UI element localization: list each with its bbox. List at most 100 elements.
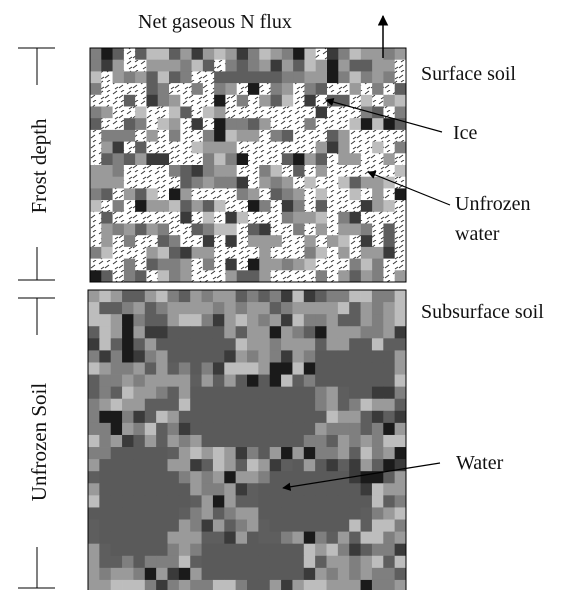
- soil-cell: [157, 141, 170, 154]
- soil-cell: [146, 165, 159, 178]
- soil-cell: [383, 258, 396, 271]
- soil-cell: [88, 507, 100, 520]
- soil-cell: [167, 555, 180, 569]
- soil-cell: [112, 235, 125, 248]
- soil-cell: [259, 223, 271, 236]
- soil-cell: [167, 471, 180, 484]
- soil-cell: [259, 246, 271, 259]
- soil-cell: [101, 59, 113, 72]
- soil-cell: [360, 555, 373, 569]
- soil-cell: [214, 270, 226, 283]
- soil-cell: [190, 302, 202, 315]
- soil-cell: [315, 211, 328, 224]
- soil-cell: [247, 519, 259, 532]
- soil-cell: [383, 326, 396, 339]
- soil-cell: [190, 398, 202, 412]
- soil-cell: [327, 48, 339, 61]
- soil-cell: [315, 223, 328, 236]
- soil-cell: [201, 374, 214, 388]
- soil-cell: [212, 434, 225, 448]
- soil-cell: [178, 507, 191, 520]
- soil-cell: [394, 459, 407, 472]
- soil-cell: [99, 398, 112, 412]
- soil-cell: [337, 302, 350, 315]
- soil-cell: [360, 129, 373, 142]
- ice-label: Ice: [453, 122, 478, 144]
- soil-cell: [292, 507, 305, 520]
- soil-cell: [236, 165, 249, 178]
- soil-cell: [123, 200, 136, 213]
- soil-cell: [157, 48, 170, 61]
- unfrozen-water-pointer-arrow: [367, 170, 451, 206]
- soil-cell: [236, 106, 249, 119]
- soil-cell: [337, 338, 350, 351]
- soil-cell: [338, 165, 350, 178]
- soil-cell: [99, 555, 112, 569]
- soil-cell: [180, 48, 192, 61]
- soil-cell: [360, 211, 373, 224]
- soil-cell: [315, 579, 327, 590]
- soil-cell: [190, 422, 202, 436]
- soil-cell: [191, 48, 204, 61]
- soil-cell: [292, 326, 305, 339]
- soil-cell: [225, 129, 238, 142]
- soil-cell: [146, 118, 159, 131]
- soil-cell: [371, 326, 384, 339]
- water-label: Water: [456, 452, 504, 474]
- soil-cell: [212, 338, 225, 351]
- soil-cell: [383, 495, 396, 508]
- soil-cell: [112, 200, 125, 213]
- soil-cell: [212, 519, 225, 532]
- soil-cell: [224, 386, 237, 400]
- soil-cell: [304, 223, 317, 236]
- soil-cell: [383, 338, 396, 351]
- soil-cell: [101, 200, 113, 213]
- soil-cell: [169, 211, 181, 224]
- soil-cell: [372, 153, 384, 166]
- soil-cell: [372, 165, 384, 178]
- soil-cell: [326, 374, 339, 388]
- soil-cell: [371, 495, 384, 508]
- soil-cell: [349, 579, 361, 590]
- soil-cell: [236, 59, 249, 72]
- soil-cell: [394, 165, 407, 178]
- soil-cell: [383, 374, 396, 388]
- soil-cell: [281, 141, 294, 154]
- soil-cell: [269, 314, 282, 327]
- soil-cell: [133, 579, 146, 590]
- soil-cell: [258, 447, 271, 460]
- soil-cell: [201, 422, 214, 436]
- soil-cell: [224, 567, 237, 581]
- soil-cell: [338, 188, 350, 201]
- soil-cell: [90, 118, 102, 131]
- soil-cell: [224, 555, 237, 569]
- soil-cell: [394, 326, 407, 339]
- soil-cell: [180, 200, 192, 213]
- soil-cell: [112, 118, 125, 131]
- soil-cell: [178, 434, 191, 448]
- soil-cell: [235, 362, 248, 375]
- soil-cell: [303, 386, 316, 400]
- soil-cell: [88, 410, 100, 424]
- soil-cell: [156, 338, 168, 351]
- soil-cell: [349, 422, 361, 436]
- soil-cell: [259, 118, 271, 131]
- soil-cell: [360, 83, 373, 96]
- soil-cell: [214, 59, 226, 72]
- soil-cell: [293, 223, 305, 236]
- soil-cell: [304, 258, 317, 271]
- soil-cell: [169, 129, 181, 142]
- soil-cell: [338, 48, 350, 61]
- soil-cell: [178, 459, 191, 472]
- soil-cell: [270, 176, 283, 189]
- soil-cell: [394, 200, 407, 213]
- soil-cell: [360, 338, 373, 351]
- soil-cell: [394, 302, 407, 315]
- soil-cell: [214, 165, 226, 178]
- soil-cell: [394, 235, 407, 248]
- soil-cell: [201, 483, 214, 496]
- soil-cell: [90, 106, 102, 119]
- surface-soil-block: [90, 48, 407, 283]
- soil-cell: [88, 422, 100, 436]
- soil-cell: [349, 447, 361, 460]
